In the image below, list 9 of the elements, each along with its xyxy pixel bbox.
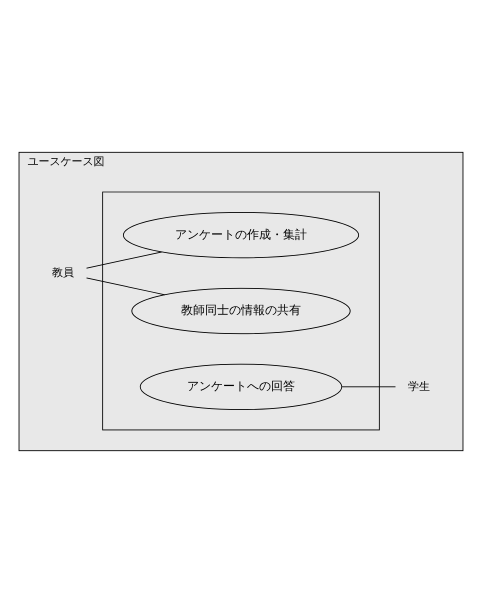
connector [86,278,166,296]
node-text: 学生 [408,380,430,393]
cluster [102,192,380,430]
node-ellipse: 教師同士の情報の共有 [131,288,351,334]
node-ellipse: アンケートへの回答 [140,364,342,410]
connector [341,386,396,388]
connector [86,251,162,269]
node-ellipse: アンケートの作成・集計 [122,212,360,258]
node-text: 教員 [52,266,74,279]
